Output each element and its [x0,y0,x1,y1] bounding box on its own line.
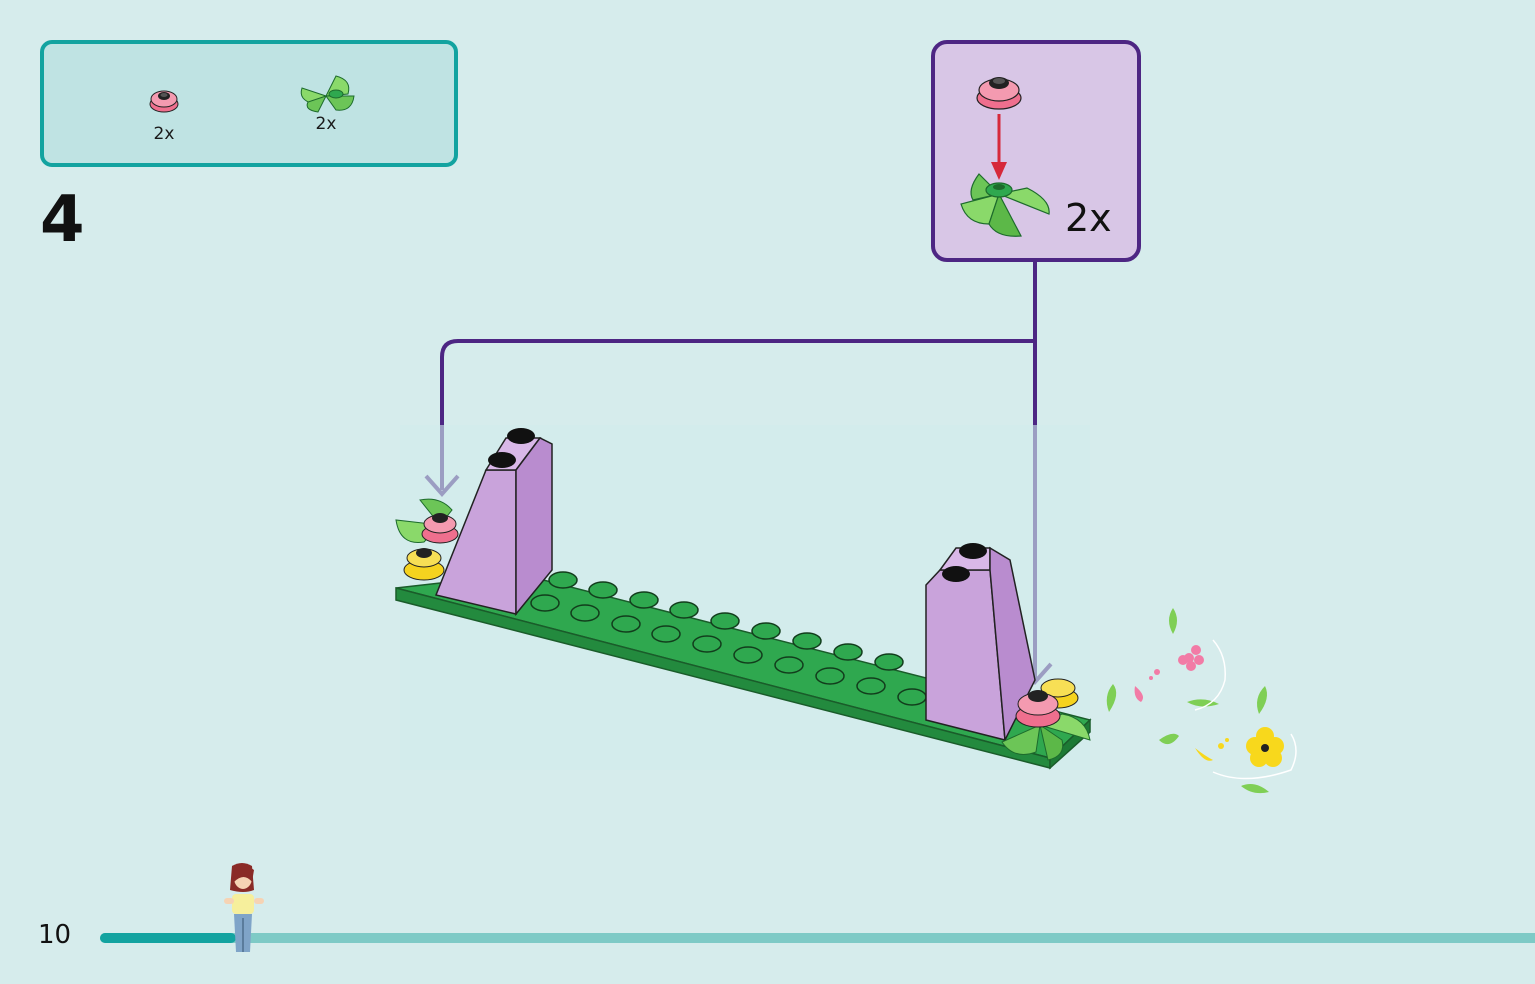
decorative-flowers [1106,608,1297,794]
parts-list-qty: 2x [153,124,175,144]
sub-assembly-qty: 2x [1065,196,1112,240]
progress-fill [100,933,237,943]
right-slope-brick [925,543,1036,743]
parts-list-item-flower: 2x [144,84,184,144]
sub-assembly-diagram [960,77,1050,237]
left-flower-cluster [395,498,459,581]
pink-flower-icon [976,77,1022,110]
pink-flower-icon [1178,645,1204,671]
right-flower-cluster [1001,678,1091,761]
pink-flower-icon [149,90,179,113]
parts-list-qty: 2x [315,114,337,134]
green-leaf-icon [960,173,1050,237]
progress-bar [100,933,1535,943]
parts-list-box: 2x 2x [40,40,458,167]
green-leaf-icon [300,75,355,113]
page-number: 10 [38,920,72,950]
minifigure-icon [224,863,264,952]
base-studs [530,571,927,706]
parts-list-item-leaf: 2x [296,74,356,134]
sub-assembly-callout [931,40,1141,262]
left-slope-brick [434,428,553,617]
yellow-flower-icon [1246,727,1284,767]
step-number: 4 [40,183,85,257]
attach-arrow-icon [991,114,1007,180]
